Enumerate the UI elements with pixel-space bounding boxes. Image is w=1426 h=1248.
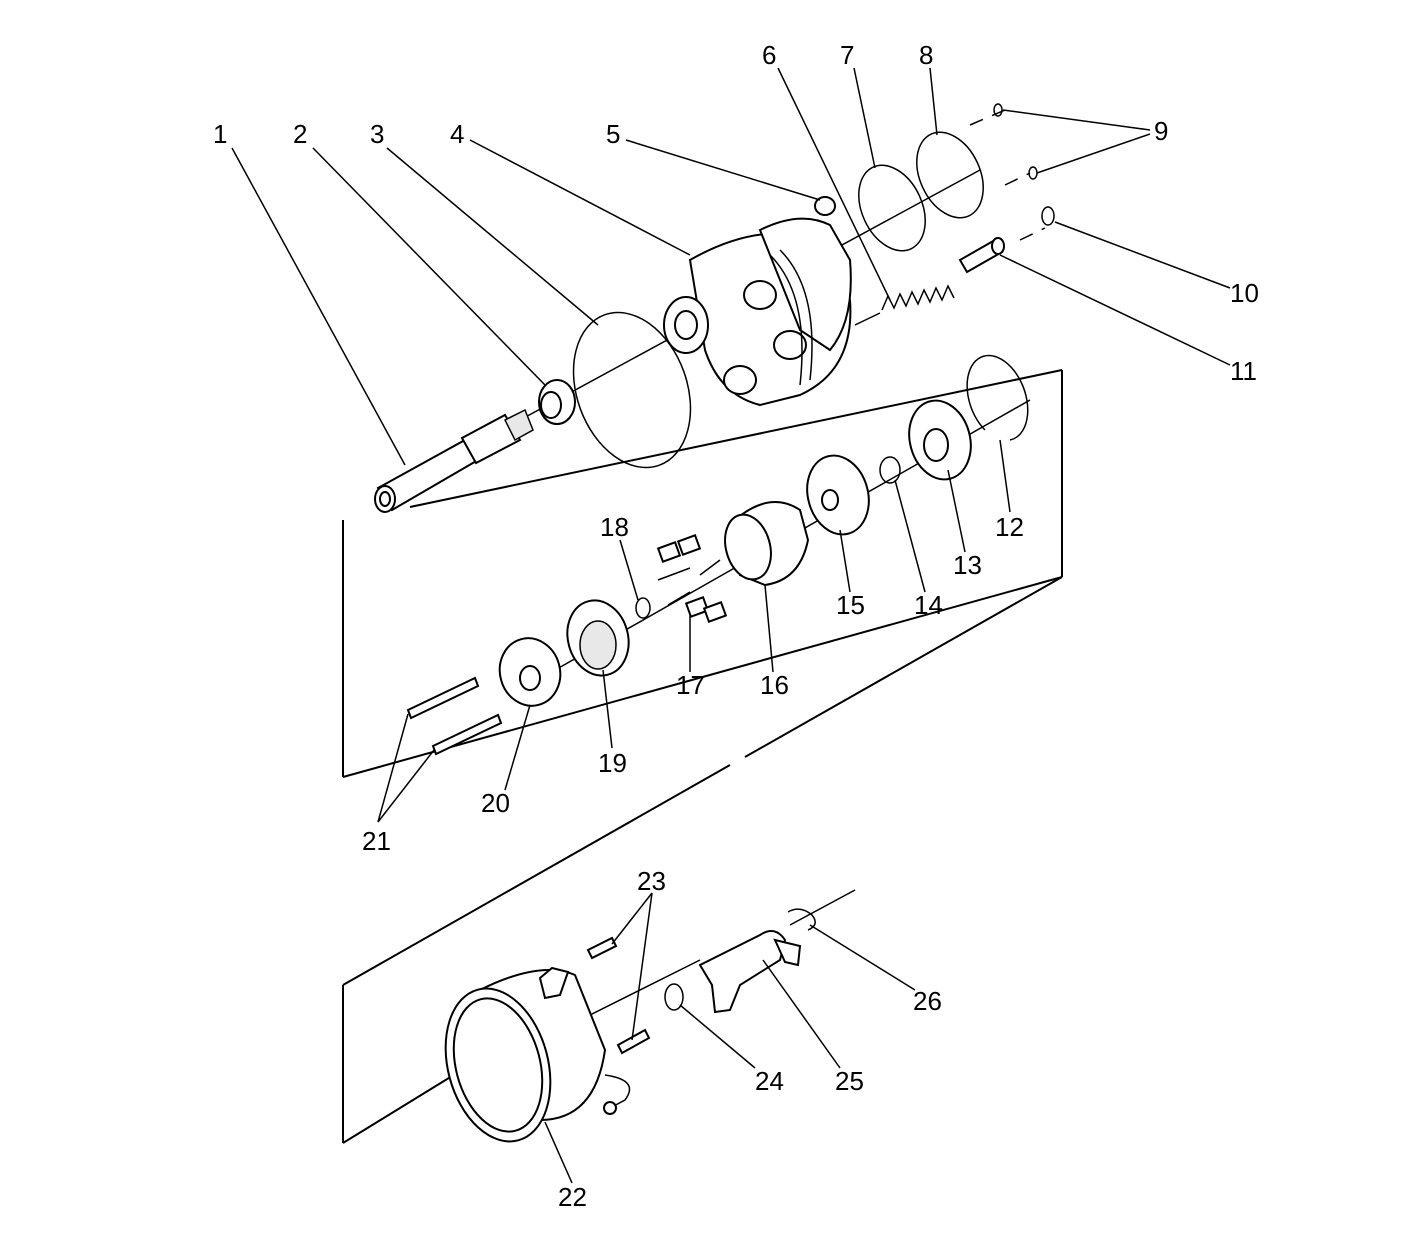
callout-13: 13 <box>953 550 982 580</box>
seal-part <box>538 379 576 425</box>
reservoir-part <box>444 966 631 1143</box>
callout-labels: 1 2 3 4 5 6 7 8 9 10 11 12 13 14 15 16 1… <box>213 40 1259 1212</box>
callout-12: 12 <box>995 512 1024 542</box>
callout-16: 16 <box>760 670 789 700</box>
callout-26: 26 <box>913 986 942 1016</box>
small-o-ring-9a-part <box>993 103 1003 117</box>
plug-part <box>814 196 836 216</box>
callout-23: 23 <box>637 866 666 896</box>
dowel-pins-part <box>406 676 503 756</box>
o-ring-8-part <box>916 131 984 219</box>
large-o-ring-part <box>572 311 692 469</box>
callout-9: 9 <box>1154 116 1168 146</box>
callout-15: 15 <box>836 590 865 620</box>
callout-5: 5 <box>606 119 620 149</box>
callout-18: 18 <box>600 512 629 542</box>
spring-clip-part <box>879 456 901 484</box>
leader-lines <box>231 67 1231 1184</box>
callout-8: 8 <box>919 40 933 70</box>
o-ring-7-part <box>858 164 926 252</box>
o-ring-10-part <box>1041 206 1055 226</box>
retaining-ring-part <box>966 354 1029 441</box>
callout-4: 4 <box>450 119 464 149</box>
pump-housing-part <box>663 217 852 407</box>
middle-group-box <box>342 369 1063 778</box>
thrust-plate-part <box>806 454 870 536</box>
pump-ring-part <box>724 501 810 587</box>
callout-22: 22 <box>558 1182 587 1212</box>
callout-20: 20 <box>481 788 510 818</box>
o-ring-24-part <box>664 983 684 1011</box>
callout-3: 3 <box>370 119 384 149</box>
rotor-part <box>566 599 630 677</box>
spring-part <box>881 284 955 311</box>
small-o-ring-9b-part <box>1028 166 1038 180</box>
callout-24: 24 <box>755 1066 784 1096</box>
callout-21: 21 <box>362 826 391 856</box>
callout-6: 6 <box>762 40 776 70</box>
callout-19: 19 <box>598 748 627 778</box>
valve-part <box>958 237 1005 274</box>
shaft-part <box>374 408 534 513</box>
callout-7: 7 <box>840 40 854 70</box>
callout-14: 14 <box>914 590 943 620</box>
studs-part <box>586 936 651 1055</box>
callout-17: 17 <box>676 670 705 700</box>
thrust-plate-20-part <box>498 637 562 707</box>
callout-10: 10 <box>1230 278 1259 308</box>
callout-1: 1 <box>213 119 227 149</box>
callout-25: 25 <box>835 1066 864 1096</box>
pressure-plate-part <box>908 399 972 481</box>
callout-11: 11 <box>1230 356 1257 386</box>
callout-2: 2 <box>293 119 307 149</box>
snap-ring-part <box>635 597 651 619</box>
fitting-part <box>698 930 802 1014</box>
vanes-part <box>656 534 728 623</box>
